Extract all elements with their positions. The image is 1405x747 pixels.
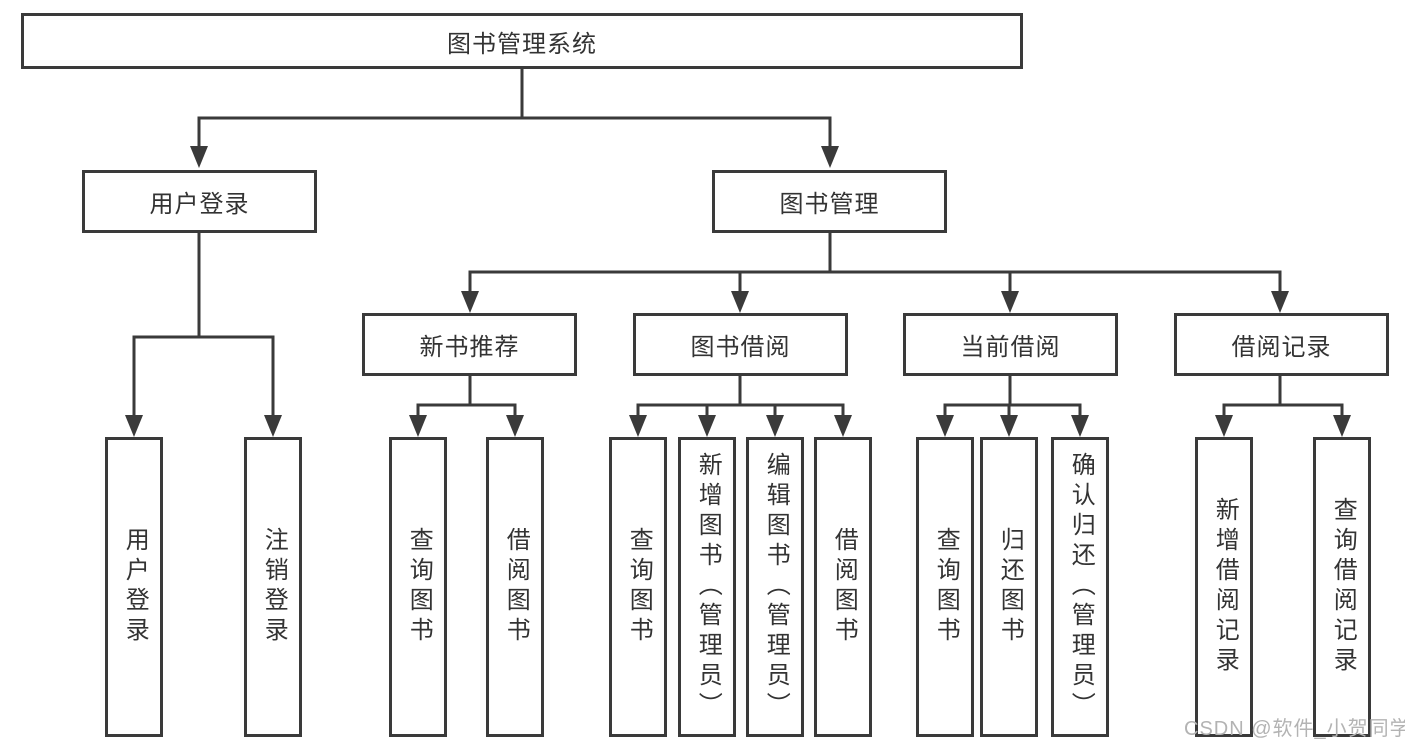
leaf-query-book-borrow: 查询图书 [609,437,667,737]
node-new-book-recommend: 新书推荐 [362,313,577,376]
arrowhead [264,415,282,437]
leaf-add-borrow-record: 新增借阅记录 [1195,437,1253,737]
leaf-query-book-recommend: 查询图书 [389,437,447,737]
leaf-label: 确认归还（管理员） [1067,452,1095,722]
leaf-label: 查询借阅记录 [1329,497,1357,677]
connector-path [132,67,1344,420]
leaf-edit-book-admin: 编辑图书（管理员） [746,437,804,737]
arrowhead [766,415,784,437]
arrowhead [125,415,143,437]
leaf-label: 借阅图书 [502,527,530,647]
leaf-query-book-current: 查询图书 [916,437,974,737]
leaf-label: 新增图书（管理员） [694,452,722,722]
leaf-add-book-admin: 新增图书（管理员） [678,437,736,737]
leaf-label: 归还图书 [996,527,1024,647]
node-label: 图书借阅 [690,334,791,361]
arrowhead [1000,415,1018,437]
arrowhead [1001,291,1019,313]
leaf-label: 用户登录 [121,527,149,647]
arrowhead [1271,291,1289,313]
node-user-login: 用户登录 [82,170,317,233]
arrowhead [409,415,427,437]
arrowhead [629,415,647,437]
node-label: 当前借阅 [960,334,1061,361]
arrowhead [731,291,749,313]
arrowhead [1215,415,1233,437]
leaf-label: 编辑图书（管理员） [762,452,790,722]
node-book-management: 图书管理 [712,170,947,233]
node-label: 用户登录 [149,191,250,218]
leaf-label: 注销登录 [260,527,288,647]
leaf-label: 查询图书 [405,527,433,647]
leaf-label: 查询图书 [625,527,653,647]
arrowhead [834,415,852,437]
watermark: CSDN @软件_小贺同学 [1184,718,1405,740]
leaf-borrow-book: 借阅图书 [814,437,872,737]
leaf-label: 借阅图书 [830,527,858,647]
arrowhead [821,146,839,168]
leaf-label: 查询图书 [932,527,960,647]
node-current-borrow: 当前借阅 [903,313,1118,376]
node-library-management-system: 图书管理系统 [21,13,1023,69]
node-label: 图书管理 [779,191,880,218]
arrowhead [698,415,716,437]
leaf-confirm-return-admin: 确认归还（管理员） [1051,437,1109,737]
leaf-label: 新增借阅记录 [1211,497,1239,677]
arrowhead [1071,415,1089,437]
leaf-user-login: 用户登录 [105,437,163,737]
arrowhead [190,146,208,168]
leaf-borrow-book-recommend: 借阅图书 [486,437,544,737]
arrowhead [1333,415,1351,437]
node-borrow-record: 借阅记录 [1174,313,1389,376]
arrowhead [461,291,479,313]
node-label: 图书管理系统 [447,30,597,58]
leaf-logout: 注销登录 [244,437,302,737]
arrowhead [506,415,524,437]
leaf-query-borrow-record: 查询借阅记录 [1313,437,1371,737]
leaf-return-book: 归还图书 [980,437,1038,737]
arrowhead [936,415,954,437]
node-label: 借阅记录 [1231,334,1332,361]
node-label: 新书推荐 [419,334,520,361]
node-book-borrow: 图书借阅 [633,313,848,376]
